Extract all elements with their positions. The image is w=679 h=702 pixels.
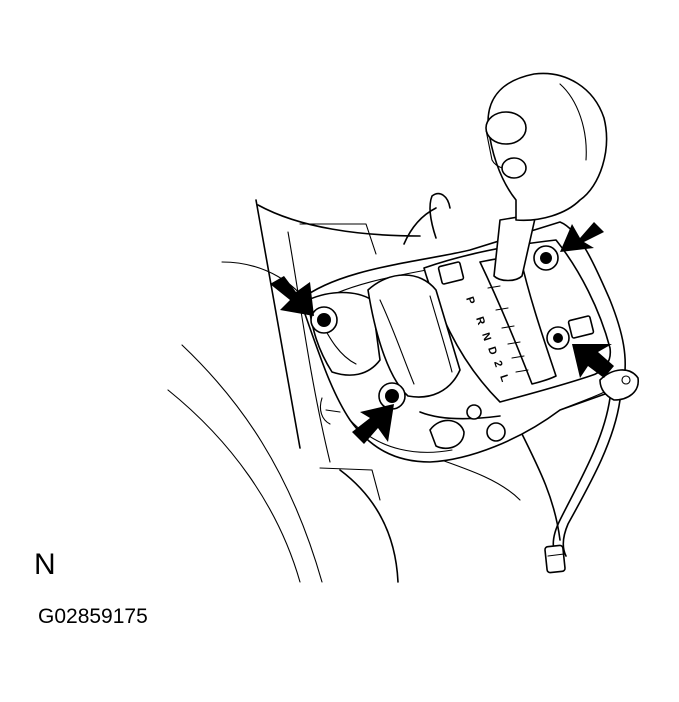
bolt-right: [546, 326, 570, 350]
console-contours: [167, 199, 561, 583]
bolt-top-right: [533, 245, 559, 271]
bolt-left: [310, 306, 338, 334]
gear-label: N: [479, 331, 493, 342]
gear-position-labels: P R N D 2 L: [463, 295, 511, 383]
shift-linkage: [367, 192, 639, 574]
view-letter: N: [34, 548, 56, 581]
gear-label: L: [497, 373, 511, 383]
gear-label: R: [473, 315, 487, 326]
figure-id: G02859175: [38, 605, 148, 628]
gear-label: 2: [491, 359, 504, 369]
gear-label: D: [485, 345, 499, 356]
black-arrow-icon: [270, 276, 314, 316]
shift-lever: [485, 72, 608, 282]
black-arrow-icon: [560, 222, 604, 252]
gear-label: P: [463, 295, 477, 306]
black-arrow-icon: [572, 344, 614, 378]
black-arrow-icon: [352, 404, 394, 444]
bolt-lower-left: [378, 382, 406, 410]
mounting-bracket-left: [307, 291, 381, 376]
indicator-plate: [423, 239, 612, 403]
